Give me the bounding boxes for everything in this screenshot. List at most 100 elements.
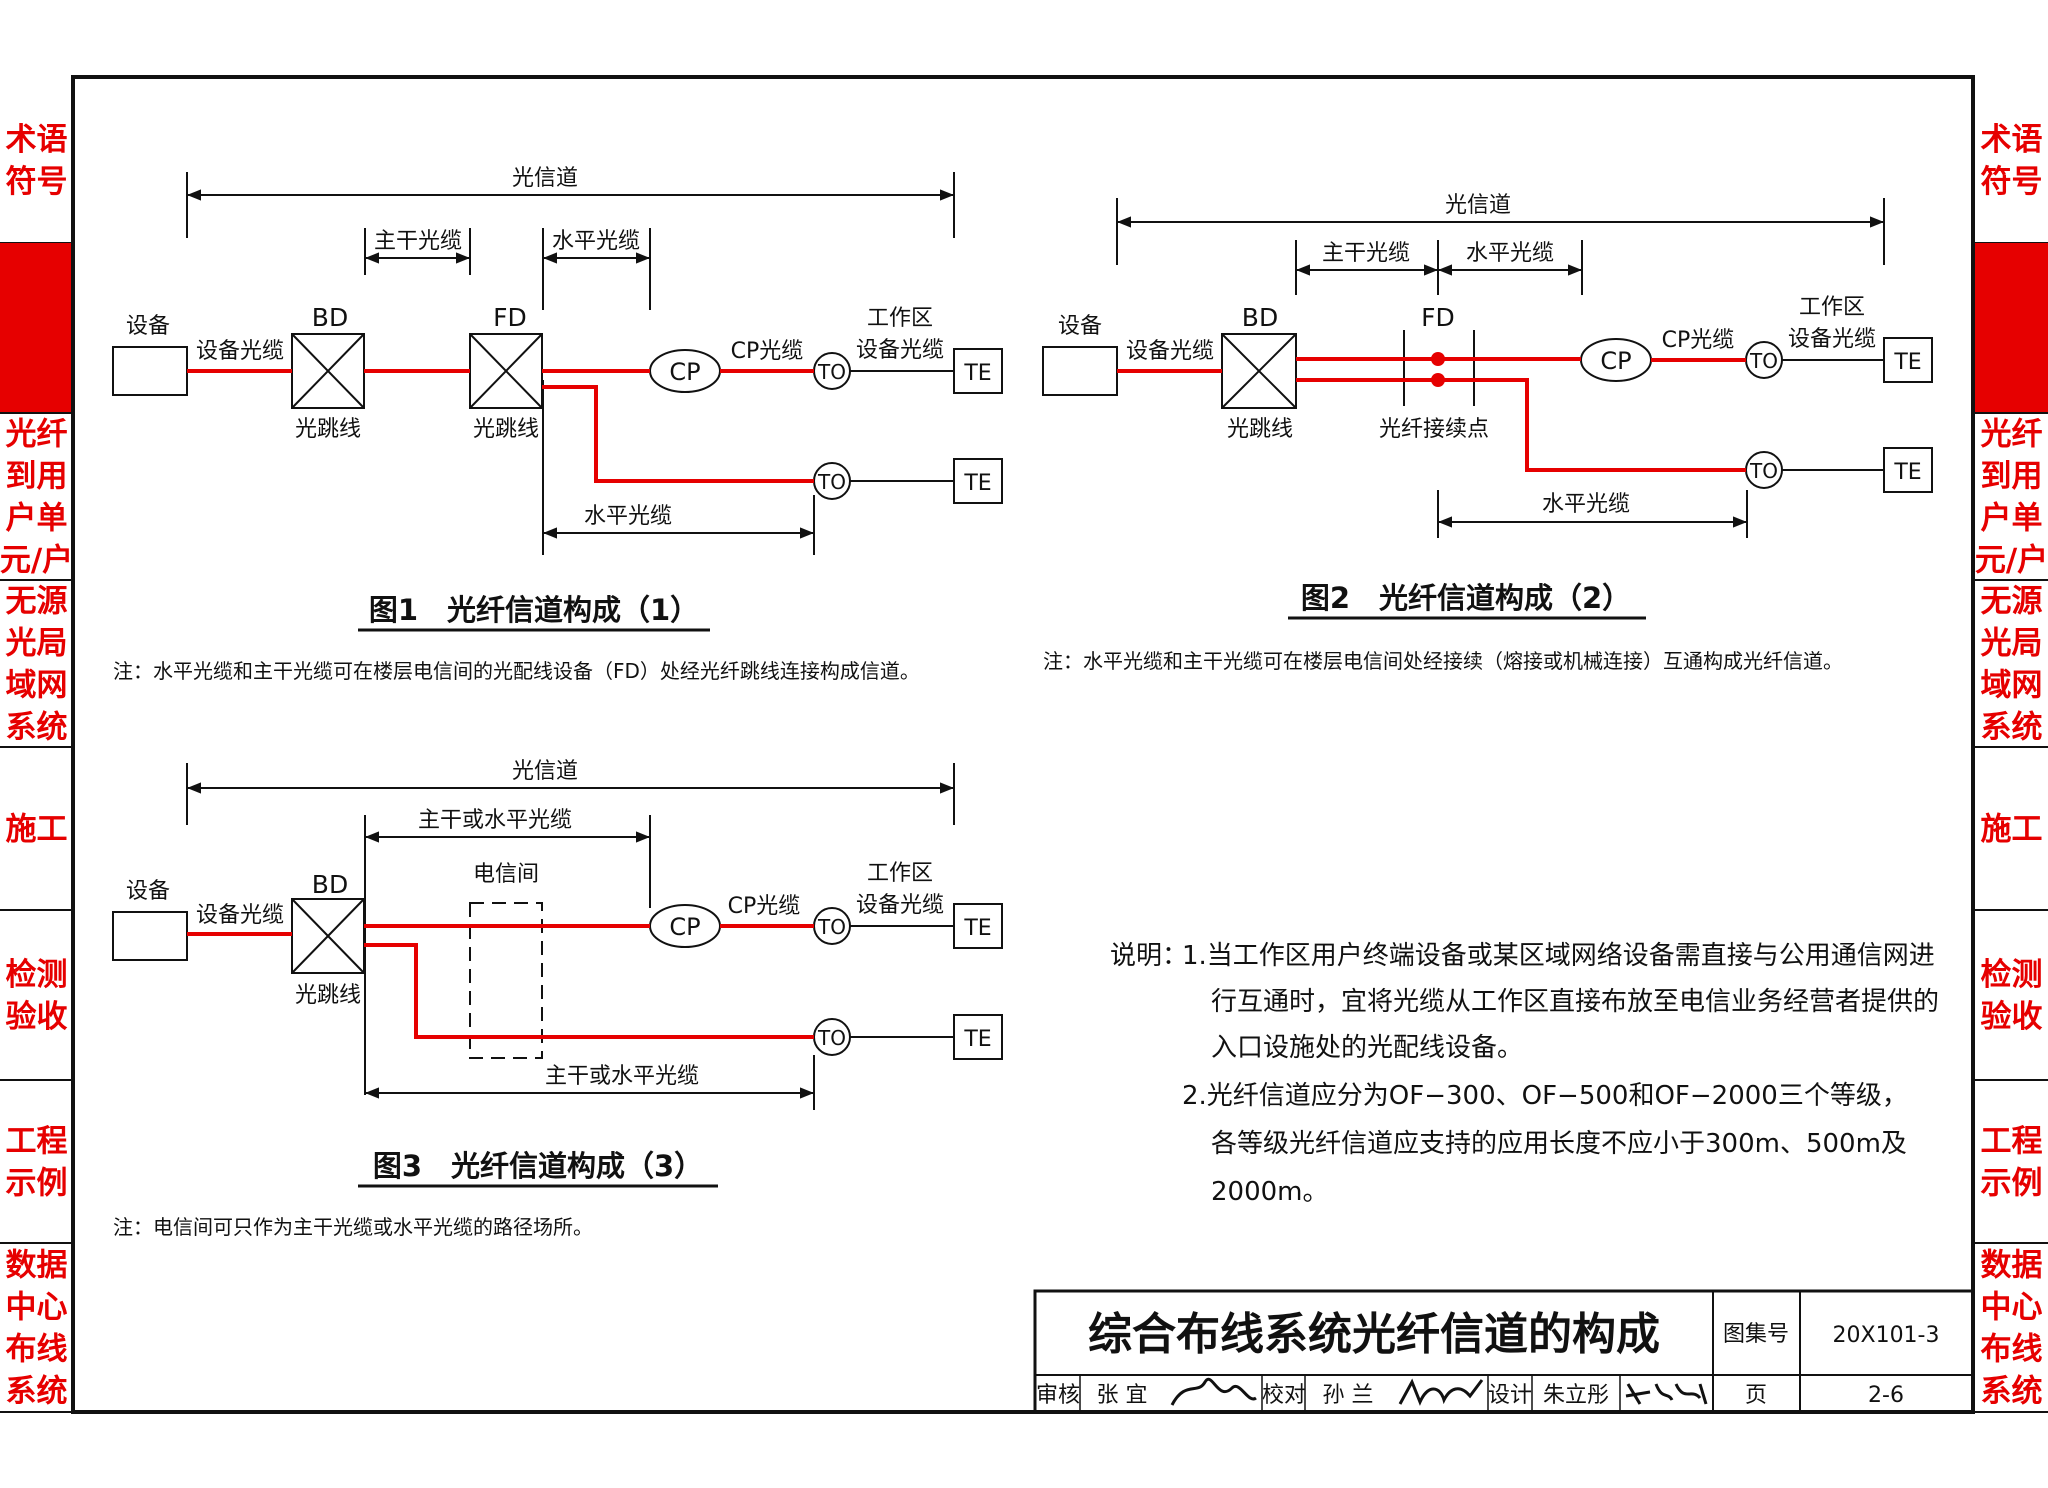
side-tab-label: 设计	[1981, 374, 2043, 410]
notes-line: 入口设施处的光配线设备。	[1211, 1033, 1523, 1063]
side-tab-4: 施工	[1975, 812, 2048, 911]
device-box	[112, 911, 188, 961]
splice-point	[1431, 373, 1445, 387]
side-tab-label: 域网	[1981, 668, 2043, 704]
side-tab-label: 工程	[1981, 1124, 2043, 1160]
fig2-device-label: 设备	[1058, 314, 1102, 339]
fig1-device-cable-label: 设备光缆	[196, 339, 284, 364]
notes-label: 说明：	[1110, 941, 1188, 971]
side-tab-label: 验收	[6, 999, 68, 1035]
side-tab-label: 布线	[6, 290, 68, 326]
drawing-title: 综合布线系统光纤信道的构成	[1088, 1309, 1660, 1360]
side-tab-label: 验收	[1981, 999, 2043, 1035]
fig2-te-label: TE	[1893, 460, 1921, 485]
fig3-cp-label: CP	[669, 913, 700, 941]
side-tab-label: 无源	[6, 584, 68, 620]
fig3-note: 注：电信间可只作为主干光缆或水平光缆的路径场所。	[113, 1215, 593, 1239]
side-tab-label: 符号	[6, 164, 68, 200]
device-box	[112, 346, 188, 396]
figure-2-cables	[1117, 357, 1746, 472]
side-tab-label: 光纤	[6, 417, 68, 453]
fig1-caption: 图1 光纤信道构成（1）	[369, 593, 699, 627]
fig1-backbone-label: 主干光缆	[374, 229, 462, 254]
fig2-channel-label: 光信道	[1445, 193, 1511, 218]
fig2-note: 注：水平光缆和主干光缆可在楼层电信间处经接续（熔接或机械连接）互通构成光纤信道。	[1043, 649, 1843, 673]
fig2-work-area-label: 工作区	[1799, 295, 1865, 320]
fig3-room-label: 电信间	[473, 862, 539, 887]
fig3-te-label: TE	[963, 1027, 991, 1052]
side-tab-active-bg	[0, 243, 73, 413]
splice-point	[1431, 352, 1445, 366]
side-tab-label: 无源	[1981, 584, 2043, 620]
fig1-cp-cable-label: CP光缆	[731, 339, 804, 364]
side-tab-label: 户单	[1981, 501, 2043, 537]
design-name: 朱立彤	[1543, 1383, 1609, 1408]
fig1-te-label: TE	[963, 471, 991, 496]
side-tab-label: 域网	[6, 668, 68, 704]
fig2-work-area-cable-label: 设备光缆	[1788, 327, 1876, 352]
side-tab-label: 施工	[1981, 812, 2043, 848]
notes-line: 各等级光纤信道应支持的应用长度不应小于300m、500m及	[1211, 1129, 1907, 1159]
fig1-te-label: TE	[963, 361, 991, 386]
fig3-backbone-label: 主干或水平光缆	[418, 808, 572, 833]
fig3-to-label: TO	[817, 1026, 846, 1050]
fig3-caption: 图3 光纤信道构成（3）	[373, 1149, 703, 1183]
fig1-to-label: TO	[817, 360, 846, 384]
side-tab-label: 布线	[6, 1332, 68, 1368]
check-name: 孙 兰	[1323, 1383, 1374, 1408]
fig2-patch-label: 光跳线	[1227, 417, 1293, 442]
signature-review	[1170, 1378, 1257, 1406]
figure-1-cables	[187, 369, 814, 483]
fig2-bd-label: BD	[1242, 303, 1278, 332]
fig2-backbone-label: 主干光缆	[1322, 241, 1410, 266]
notes-line: 2.光纤信道应分为OF−300、OF−500和OF−2000三个等级，	[1182, 1081, 1908, 1111]
side-tab-label: 中心	[1981, 1290, 2043, 1326]
fig3-to-label: TO	[817, 915, 846, 939]
device-box	[1042, 346, 1118, 396]
side-tabs-left: 术语符号综合布线系统设计光纤到用户单元/户无源光局域网系统施工检测验收工程示例数…	[0, 122, 73, 1413]
fig1-horizontal-bottom-label: 水平光缆	[584, 504, 672, 529]
fig1-channel-label: 光信道	[512, 166, 578, 191]
atlas-number: 20X101-3	[1833, 1323, 1940, 1348]
fig3-cp-cable-label: CP光缆	[728, 894, 801, 919]
title-block-frame	[1033, 1289, 1975, 1414]
side-tab-label: 中心	[6, 1290, 68, 1326]
review-label: 审核	[1036, 1383, 1080, 1408]
side-tab-label: 术语	[1981, 122, 2043, 158]
fig2-horizontal-label: 水平光缆	[1466, 241, 1554, 266]
fig3-te-label: TE	[963, 916, 991, 941]
fig2-te-label: TE	[1893, 350, 1921, 375]
side-tab-label: 系统	[6, 1374, 68, 1410]
fig1-to-label: TO	[817, 470, 846, 494]
fig1-cp-label: CP	[669, 358, 700, 386]
page-label: 页	[1745, 1383, 1767, 1408]
fig2-device-cable-label: 设备光缆	[1126, 339, 1214, 364]
sheet-frame	[71, 75, 1975, 1414]
figure-3-cables	[187, 924, 814, 1039]
signature-design	[1625, 1383, 1708, 1405]
signature-check	[1398, 1378, 1484, 1406]
side-tab-label: 综合	[6, 248, 68, 284]
fig1-bd-label: BD	[312, 303, 348, 332]
side-tab-label: 系统	[6, 332, 68, 368]
fig3-patch-label: 光跳线	[295, 983, 361, 1008]
notes-line: 1.当工作区用户终端设备或某区域网络设备需直接与公用通信网进	[1182, 941, 1935, 971]
side-tab-label: 到用	[1981, 459, 2043, 495]
fig3-device-label: 设备	[126, 879, 170, 904]
side-tab-label: 设计	[6, 374, 68, 410]
fig2-horizontal-bottom-label: 水平光缆	[1542, 492, 1630, 517]
side-tab-label: 示例	[1981, 1166, 2043, 1202]
side-tab-label: 布线	[1981, 290, 2043, 326]
side-tab-label: 数据	[1981, 1248, 2043, 1284]
side-tab-label: 系统	[1981, 332, 2043, 368]
side-tab-label: 检测	[6, 957, 68, 993]
